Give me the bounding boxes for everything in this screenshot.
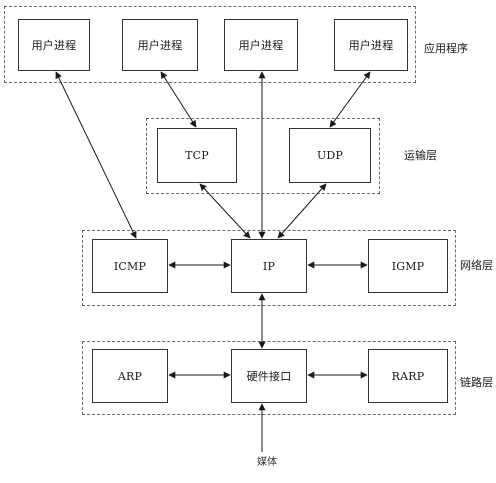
- application-layer-label: 应用程序: [424, 42, 468, 55]
- user-process-label-1: 用户进程: [31, 39, 77, 52]
- link-layer-label: 链路层: [460, 376, 493, 389]
- rarp-label: RARP: [391, 369, 425, 383]
- medium-label: 媒体: [257, 457, 277, 468]
- udp-label: UDP: [316, 149, 344, 162]
- hardware-interface-label: 硬件接口: [246, 370, 292, 383]
- user-process-box-3: 用户进程: [224, 19, 298, 71]
- arrow-process1-icmp: [55, 71, 137, 239]
- igmp-box: IGMP: [368, 239, 448, 293]
- icmp-label: ICMP: [113, 259, 147, 273]
- arp-label: ARP: [117, 369, 143, 383]
- rarp-box: RARP: [368, 349, 448, 403]
- icmp-box: ICMP: [92, 239, 168, 293]
- user-process-box-1: 用户进程: [18, 19, 90, 71]
- user-process-label-4: 用户进程: [348, 39, 394, 52]
- igmp-label: IGMP: [391, 259, 425, 273]
- network-layer-group: [82, 230, 456, 306]
- udp-box: UDP: [289, 128, 371, 183]
- network-layer-label: 网络层: [460, 259, 493, 272]
- arp-box: ARP: [92, 349, 168, 403]
- tcp-label: TCP: [185, 149, 209, 162]
- tcp-box: TCP: [157, 128, 237, 183]
- user-process-box-4: 用户进程: [334, 19, 408, 71]
- user-process-box-2: 用户进程: [122, 19, 198, 71]
- user-process-label-3: 用户进程: [238, 39, 284, 52]
- hardware-interface-box: 硬件接口: [231, 349, 307, 403]
- link-layer-group: [82, 341, 456, 415]
- ip-label: IP: [262, 259, 276, 273]
- user-process-label-2: 用户进程: [137, 39, 183, 52]
- application-layer-group: [4, 6, 416, 83]
- transport-layer-label: 运输层: [404, 149, 437, 162]
- ip-box: IP: [231, 239, 307, 293]
